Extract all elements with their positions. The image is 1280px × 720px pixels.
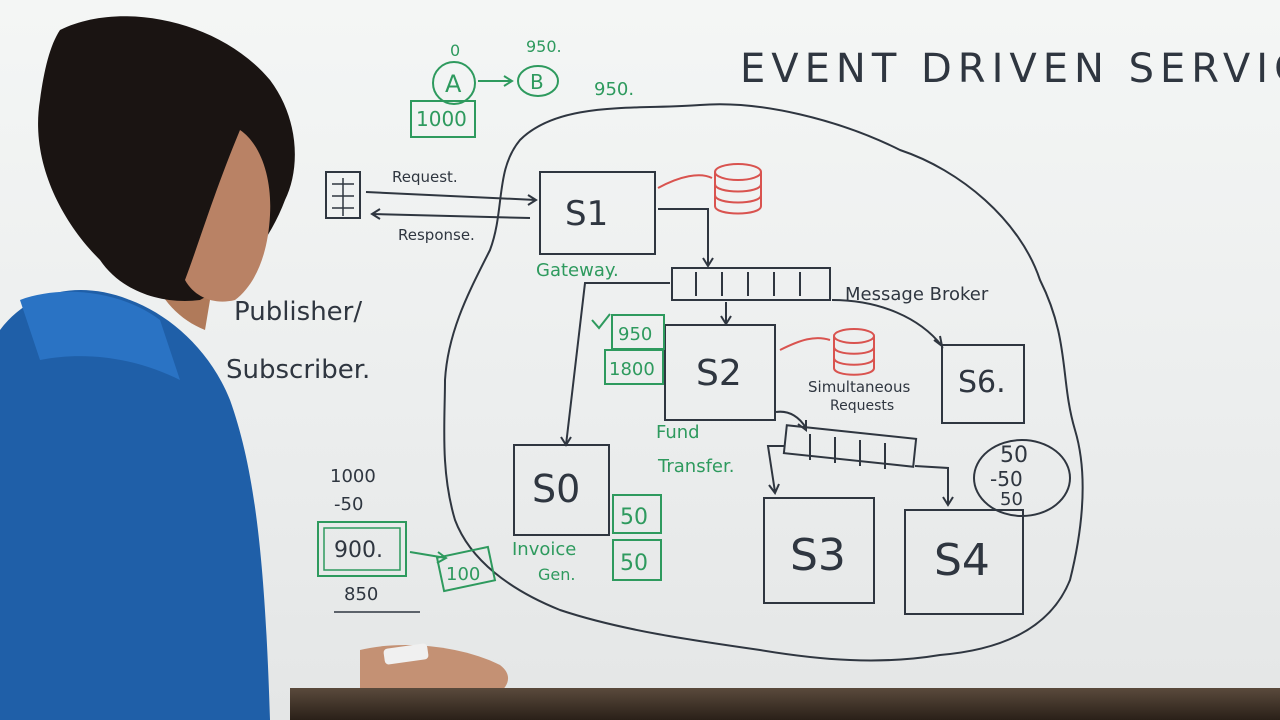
s2-balance-950: 950 — [618, 324, 652, 345]
service-s1-label: S1 — [565, 194, 608, 234]
node-a-label: A — [445, 70, 462, 98]
service-s3-box — [763, 497, 875, 604]
s2-to-db-arrow — [779, 337, 831, 351]
request-arrow — [365, 191, 538, 206]
left-value-100: 100 — [446, 564, 480, 585]
s6-value-2: -50 — [990, 467, 1023, 491]
broker-to-s2-arrow — [720, 302, 732, 326]
service-s6-label: S6. — [958, 365, 1006, 400]
response-label: Response. — [398, 226, 475, 244]
s6-values-scribble — [973, 439, 1071, 517]
queue-to-s3-arrow — [766, 445, 785, 495]
a-balance-box — [410, 100, 476, 138]
s0-value-50-top: 50 — [620, 505, 648, 530]
s1-to-broker-arrow — [658, 208, 714, 268]
request-label: Request. — [392, 168, 458, 186]
publisher-label: Publisher/ — [234, 297, 362, 327]
whiteboard-tray — [290, 688, 1280, 720]
service-s6-box — [941, 344, 1025, 424]
queue-to-s4-arrow — [914, 465, 954, 507]
s0-box-50-bottom — [612, 539, 662, 581]
left-box-900 — [317, 521, 407, 577]
checkmark-icon — [591, 313, 611, 330]
message-broker-label: Message Broker — [845, 284, 989, 305]
message-broker-queue — [671, 267, 831, 301]
service-s1-box — [539, 171, 656, 255]
b-top-number: 950. — [526, 37, 562, 56]
invoice-gen-label-2: Gen. — [538, 565, 575, 584]
board-title: EVENT DRIVEN SERVICES — [740, 46, 1280, 92]
service-s3-label: S3 — [790, 530, 846, 581]
secondary-queue — [782, 424, 918, 468]
node-b-circle — [517, 65, 559, 97]
fund-transfer-label-1: Fund — [656, 422, 700, 443]
service-s2-label: S2 — [696, 353, 742, 394]
service-s4-label: S4 — [934, 535, 990, 586]
left-value-850: 850 — [344, 584, 378, 605]
a-to-b-arrow — [478, 75, 514, 87]
client-device-icon — [325, 171, 361, 219]
service-s0-label: S0 — [532, 467, 580, 511]
response-arrow — [370, 208, 531, 220]
left-value-minus50: -50 — [334, 494, 363, 515]
s2-balance-1800: 1800 — [609, 359, 655, 380]
left-box-100 — [435, 545, 497, 593]
service-s0-box — [513, 444, 610, 536]
service-s4-box — [904, 509, 1024, 615]
simultaneous-label-1: Simultaneous — [808, 378, 910, 396]
left-value-1000: 1000 — [330, 466, 376, 487]
a-balance-value: 1000 — [416, 107, 467, 131]
cloud-boundary — [443, 103, 1084, 662]
s2-balance-box-2 — [604, 349, 664, 385]
fund-transfer-label-2: Transfer. — [657, 456, 734, 477]
gateway-label: Gateway. — [536, 260, 619, 281]
service-s2-box — [664, 324, 776, 421]
s1-database-icon — [714, 163, 762, 215]
s0-value-50-bottom: 50 — [620, 551, 648, 576]
near-b-number: 950. — [594, 79, 634, 100]
simultaneous-label-2: Requests — [830, 398, 894, 414]
s6-value-1: 50 — [1000, 443, 1028, 468]
node-b-label: B — [530, 70, 544, 94]
s0-box-50-top — [612, 494, 662, 534]
s1-to-db-arrow — [657, 174, 713, 189]
subscriber-label: Subscriber. — [226, 355, 370, 385]
invoice-gen-label-1: Invoice — [512, 539, 576, 560]
node-a-circle — [432, 61, 476, 105]
s6-value-3: 50 — [1000, 489, 1023, 510]
broker-to-s6-arrow — [831, 299, 944, 349]
left-value-900: 900. — [334, 538, 383, 563]
s2-database-icon — [833, 328, 875, 376]
a-top-number: 0 — [450, 41, 460, 60]
